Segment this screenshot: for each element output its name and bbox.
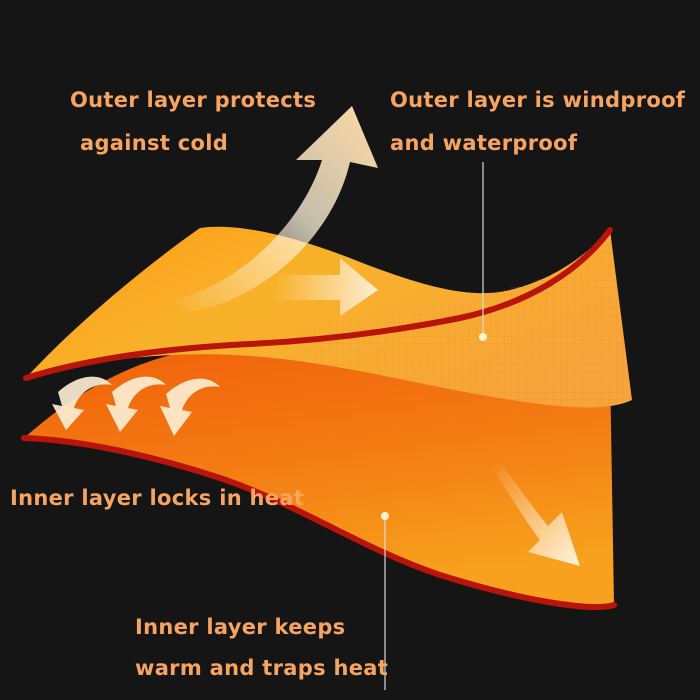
inner-keeps-label-line1: Inner layer keeps xyxy=(135,615,346,639)
outer-protects-label-line2: against cold xyxy=(80,131,229,155)
outer-protects-label-line1: Outer layer protects xyxy=(70,88,317,112)
inner-layer-bottom-edge xyxy=(21,435,617,610)
windproof-leader-dot xyxy=(479,333,487,341)
inner-locks-label: Inner layer locks in heat xyxy=(10,486,305,510)
inner-keeps-leader-dot xyxy=(381,512,389,520)
arrow-right-icon xyxy=(275,258,378,316)
arrow-up-icon xyxy=(170,106,378,312)
outer-windproof-label-line1: Outer layer is windproof xyxy=(390,88,686,112)
outer-windproof-label-line2: and waterproof xyxy=(390,131,578,155)
curved-arrow-down-icon xyxy=(52,376,220,436)
outer-layer-top-edge xyxy=(23,227,613,381)
inner-keeps-label-line2: warm and traps heat xyxy=(135,656,389,680)
arrow-down-right-icon xyxy=(494,462,580,566)
